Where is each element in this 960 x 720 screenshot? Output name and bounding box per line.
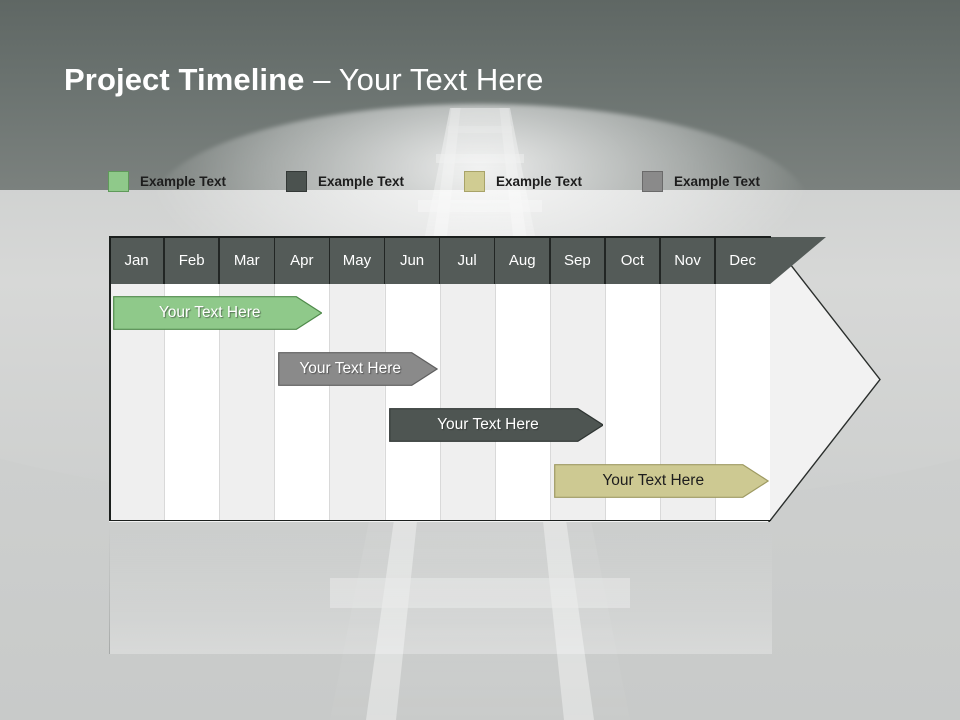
road-rung [418, 200, 542, 212]
legend-item-2[interactable]: Example Text [286, 168, 404, 194]
timeline-header-label: Dec [729, 251, 756, 269]
header-separator [438, 236, 441, 284]
timeline-task-bar-4[interactable]: Your Text Here [553, 464, 769, 498]
column-divider [329, 284, 331, 521]
task-bar-label: Your Text Here [437, 416, 539, 433]
column-divider [549, 284, 551, 521]
legend-item-label: Example Text [318, 173, 405, 189]
header-separator [659, 236, 661, 284]
legend-item-label: Example Text [496, 173, 583, 189]
timeline-header-jul[interactable]: Jul [439, 236, 495, 284]
column-divider [660, 284, 661, 521]
timeline-header-jun[interactable]: Jun [384, 236, 440, 284]
task-bar-label: Your Text Here [158, 304, 261, 321]
timeline-header-label: Aug [508, 251, 536, 269]
timeline-header-label: Oct [620, 251, 645, 269]
header-separator [383, 236, 386, 284]
legend-swatch-green-icon [108, 170, 129, 192]
timeline-header-label: Apr [290, 251, 314, 269]
legend-swatch-khaki-icon [464, 170, 485, 192]
road-rung [330, 578, 630, 608]
legend-item-label: Example Text [674, 173, 761, 189]
table-border-left [109, 236, 111, 521]
timeline-header-label: Feb [178, 251, 205, 269]
legend-item-label: Example Text [140, 173, 227, 189]
header-separator [714, 236, 716, 284]
legend-swatch-charcoal-icon [286, 170, 307, 192]
header-separator [218, 236, 220, 284]
legend-swatch-gray-icon [642, 170, 663, 192]
timeline-header-oct[interactable]: Oct [604, 236, 660, 284]
timeline-header-label: Sep [563, 251, 591, 269]
page-title-bold: Project Timeline [64, 62, 305, 97]
task-bar-graphic [553, 464, 769, 498]
header-separator [273, 236, 276, 284]
timeline-header-aug[interactable]: Aug [494, 236, 550, 284]
column-divider [164, 284, 166, 521]
column-divider [439, 284, 441, 521]
column-divider [715, 284, 717, 521]
table-border-bottom [109, 519, 771, 521]
road-rung [436, 154, 524, 163]
legend-item-3[interactable]: Example Text [464, 168, 582, 194]
header-separator [328, 236, 331, 284]
column-divider [274, 284, 276, 521]
header-separator [163, 236, 165, 284]
timeline-task-bar-3[interactable]: Your Text Here [388, 408, 604, 442]
timeline-header-label: Jul [457, 251, 477, 269]
timeline-header-mar[interactable]: Mar [219, 236, 275, 284]
column-divider [494, 284, 496, 521]
timeline-chart: Jan Feb Mar Apr May Jun Jul Aug Sep Oct Nov Dec You… [109, 236, 881, 524]
legend-item-4[interactable]: Example Text [642, 168, 760, 194]
header-separator [549, 236, 551, 284]
task-bar-label: Your Text Here [602, 472, 705, 489]
timeline-task-bar-1[interactable]: Your Text Here [113, 296, 323, 330]
timeline-header-label: Jan [124, 251, 149, 269]
task-bar-graphic [388, 408, 604, 442]
table-border-top [109, 236, 771, 238]
timeline-header-apr[interactable]: Apr [274, 236, 330, 284]
task-bar-arrow-shape [388, 408, 604, 442]
column-divider [384, 284, 386, 521]
task-bar-arrow-shape [553, 464, 769, 498]
timeline-header-dec[interactable]: Dec [715, 236, 771, 284]
task-bar-arrow-shape [278, 352, 439, 386]
column-divider [604, 284, 606, 521]
column-divider [219, 284, 221, 521]
header-separator [604, 236, 606, 284]
timeline-header-label: Jun [399, 251, 425, 269]
timeline-header-label: Nov [674, 251, 701, 269]
timeline-header-jan[interactable]: Jan [109, 236, 165, 284]
timeline-header-may[interactable]: May [329, 236, 385, 284]
legend-item-1[interactable]: Example Text [108, 168, 226, 194]
header-separator [493, 236, 496, 284]
task-bar-graphic [113, 296, 323, 330]
timeline-header-sep[interactable]: Sep [549, 236, 605, 284]
timeline-header-label: May [342, 251, 372, 269]
timeline-header-feb[interactable]: Feb [164, 236, 220, 284]
timeline-header-label: Mar [233, 251, 260, 269]
task-bar-label: Your Text Here [299, 360, 402, 377]
page-title-light: – Your Text Here [304, 62, 544, 97]
task-bar-graphic [278, 352, 439, 386]
chart-legend: Example Text Example Text Example Text E… [108, 168, 808, 194]
timeline-header-nov[interactable]: Nov [660, 236, 716, 284]
page-title: Project Timeline – Your Text Here [64, 59, 543, 101]
road-rung [448, 126, 512, 133]
timeline-task-bar-2[interactable]: Your Text Here [278, 352, 439, 386]
task-bar-arrow-shape [113, 296, 323, 330]
